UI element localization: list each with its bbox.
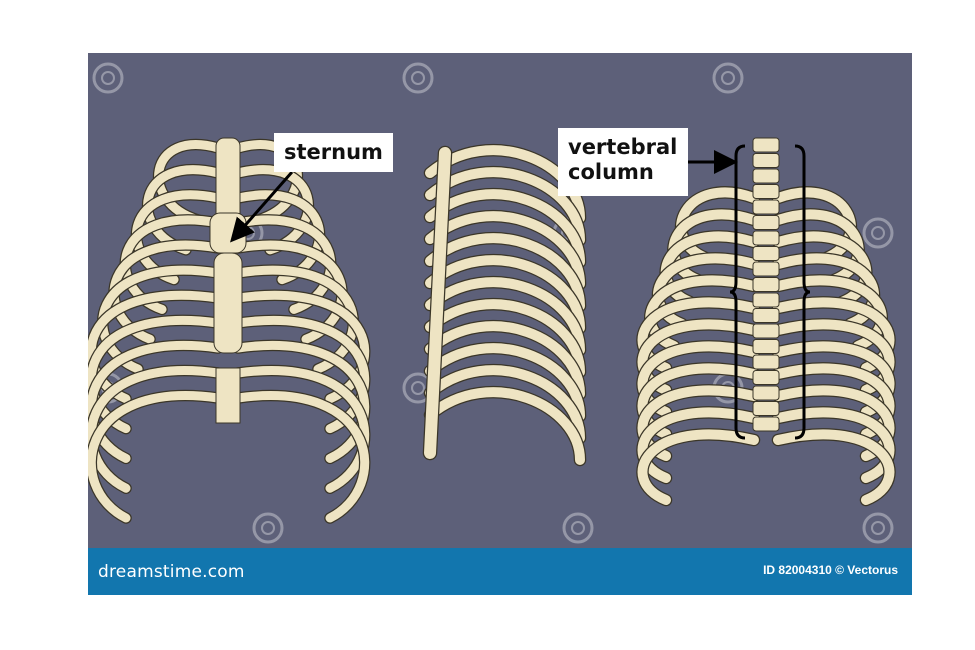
- sternum-arrow: [230, 171, 294, 243]
- side-rib: [425, 365, 585, 443]
- front-rib-right: [233, 366, 370, 493]
- side-rib: [425, 299, 585, 377]
- side-rib: [425, 189, 585, 267]
- vertebra: [752, 385, 780, 401]
- image-credit: ID 82004310 © Vectorus: [763, 563, 898, 577]
- sternum-label: sternum: [274, 133, 393, 172]
- left-brace: [729, 144, 746, 440]
- watermark-logo-icon: [712, 62, 744, 94]
- vertebra: [752, 246, 780, 261]
- vertebra: [752, 292, 780, 308]
- vertebra: [752, 416, 780, 432]
- front-rib-left: [88, 315, 223, 434]
- vertebra: [752, 354, 780, 370]
- illustration-panel: dreamstime.com ID 82004310 © Vectorus: [88, 53, 912, 595]
- side-rib: [425, 387, 585, 465]
- watermark-logo-icon: [411, 381, 425, 395]
- side-rib: [425, 255, 585, 333]
- watermark-logo-icon: [562, 512, 594, 544]
- back-rib-right: [773, 187, 856, 263]
- vertebral-column-label: vertebral column: [558, 128, 688, 196]
- footer-bar: dreamstime.com ID 82004310 © Vectorus: [88, 548, 912, 595]
- vertebra: [752, 308, 780, 323]
- vertebra: [752, 153, 780, 168]
- front-rib-left: [154, 140, 223, 225]
- side-rib: [425, 277, 585, 355]
- front-rib-left: [88, 341, 223, 463]
- watermark-logo-icon: [92, 62, 124, 94]
- front-rib-right: [233, 165, 313, 255]
- back-rib-left: [637, 407, 759, 483]
- vertebral-label-line1: vertebral: [568, 135, 678, 159]
- watermark-logo-icon: [871, 226, 885, 240]
- watermark-logo-icon: [571, 521, 585, 535]
- sternum-label-text: sternum: [284, 140, 383, 164]
- side-rib: [425, 233, 585, 311]
- vertebra: [752, 370, 780, 385]
- back-rib-right: [773, 407, 895, 483]
- front-rib-left: [143, 165, 223, 255]
- right-brace: [794, 144, 811, 440]
- watermark-logo-icon: [871, 521, 885, 535]
- back-rib-left: [637, 429, 759, 505]
- front-rib-right: [233, 391, 370, 523]
- front-rib-left: [88, 391, 223, 523]
- brand-logo: dreamstime.com: [98, 562, 245, 582]
- vertebra: [752, 215, 780, 230]
- watermark-logo-icon: [261, 521, 275, 535]
- vertebra: [752, 184, 780, 199]
- back-rib-right: [773, 429, 895, 505]
- rib-cage-illustrations: [88, 62, 896, 544]
- front-rib-left: [88, 290, 223, 404]
- side-rib: [425, 167, 585, 245]
- front-rib-right: [233, 341, 370, 463]
- vertebra: [752, 199, 780, 215]
- front-rib-left: [88, 366, 223, 493]
- watermark-logo-icon: [721, 71, 735, 85]
- vertebra: [752, 230, 780, 246]
- watermark-logo-icon: [411, 71, 425, 85]
- vertebra: [752, 323, 780, 339]
- side-rib: [425, 211, 585, 289]
- front-spine: [215, 367, 241, 424]
- side-rib: [425, 145, 585, 223]
- vertebra: [752, 339, 780, 354]
- vertebra: [752, 168, 780, 184]
- side-rib: [425, 321, 585, 399]
- front-rib-right: [233, 315, 370, 434]
- vertebral-label-line2: column: [568, 160, 654, 184]
- side-spine: [424, 147, 451, 459]
- vertebra: [752, 261, 780, 277]
- front-rib-right: [233, 290, 370, 404]
- sternum-body: [213, 252, 243, 354]
- watermark-logo-icon: [402, 62, 434, 94]
- watermark-logo-icon: [862, 512, 894, 544]
- watermark-logo-icon: [252, 512, 284, 544]
- side-rib: [425, 343, 585, 421]
- watermark-logo-icon: [862, 217, 894, 249]
- vertebra: [752, 277, 780, 292]
- vertebra: [752, 401, 780, 416]
- back-rib-left: [668, 209, 759, 285]
- back-rib-left: [676, 187, 759, 263]
- vertebra: [752, 137, 780, 153]
- watermark-logo-icon: [101, 71, 115, 85]
